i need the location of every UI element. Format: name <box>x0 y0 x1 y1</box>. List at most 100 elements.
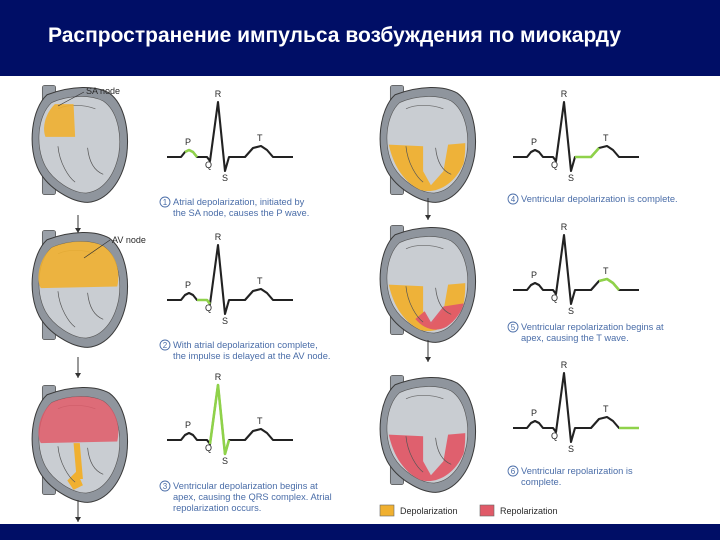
chamber-lines <box>57 146 104 183</box>
ecg-line <box>513 371 639 444</box>
step-number-badge <box>507 321 519 333</box>
step-caption: 5 Ventricular repolarization begins atape… <box>507 321 664 343</box>
label-T: T <box>603 133 609 143</box>
heart-illustration <box>31 84 129 203</box>
step-caption: 1 Atrial depolarization, initiated bythe … <box>159 196 309 218</box>
label-Q: Q <box>205 160 212 170</box>
legend-swatch <box>379 504 395 517</box>
ecg-line <box>513 100 639 173</box>
heart-illustration <box>379 84 477 203</box>
caption-line: the SA node, causes the P wave. <box>173 208 309 218</box>
label-P: P <box>185 420 191 430</box>
label-R: R <box>561 89 568 99</box>
label-T: T <box>603 266 609 276</box>
step-number: 2 <box>163 341 168 350</box>
heart-illustration <box>379 374 477 493</box>
av-node-pointer <box>83 239 111 259</box>
legend-label: Depolarization <box>400 506 458 516</box>
caption-line: the impulse is delayed at the AV node. <box>173 351 330 361</box>
caption-line: Ventricular depolarization is complete. <box>521 194 678 204</box>
atria-depolarized <box>38 241 119 289</box>
label-R: R <box>215 372 222 382</box>
label-T: T <box>603 404 609 414</box>
caption-line: Ventricular repolarization is <box>521 466 633 476</box>
ecg-highlight <box>197 298 212 305</box>
flow-arrowhead <box>425 357 431 362</box>
flow-arrowhead <box>75 373 81 378</box>
step-number: 1 <box>163 198 168 207</box>
apex-depolarizing <box>67 471 83 490</box>
label-Q: Q <box>205 303 212 313</box>
flow-arrowhead <box>75 228 81 233</box>
label-T: T <box>257 276 263 286</box>
atria-depolarizing <box>44 104 76 137</box>
ecg-highlight <box>598 277 620 291</box>
caption-line: Ventricular depolarization begins at <box>173 481 318 491</box>
label-T: T <box>257 133 263 143</box>
step-number: 5 <box>511 323 516 332</box>
heart-illustration <box>379 224 477 343</box>
footer-bar <box>0 524 720 540</box>
flow-arrowhead <box>425 215 431 220</box>
step-number-badge <box>159 196 171 208</box>
chamber-lines <box>57 446 104 483</box>
label-P: P <box>531 408 537 418</box>
label-T: T <box>257 416 263 426</box>
av-node-label: AV node <box>112 235 146 245</box>
atria-repolarizing <box>38 396 119 444</box>
flow-arrowhead <box>75 517 81 522</box>
sa-node-pointer <box>57 91 85 107</box>
heart-illustration <box>31 229 129 348</box>
label-Q: Q <box>205 443 212 453</box>
caption-line: Ventricular repolarization begins at <box>521 322 664 332</box>
heart-outline <box>31 84 129 203</box>
label-S: S <box>222 173 228 183</box>
label-P: P <box>185 137 191 147</box>
label-S: S <box>568 306 574 316</box>
step-panel-5: R P QS T 5 Ventricular repolarization begins … <box>379 222 664 343</box>
step-number: 3 <box>163 482 168 491</box>
label-R: R <box>561 222 568 232</box>
ecg-trace: R P QS T <box>167 89 293 183</box>
legend-swatch <box>479 504 495 517</box>
sa-node-label: SA node <box>86 86 120 96</box>
label-Q: Q <box>551 431 558 441</box>
ventricles-depolarized <box>388 143 466 192</box>
step-panel-1: R P QS T 1 Atrial depolarization, initiated b… <box>31 84 309 218</box>
ecg-trace: R P QS T <box>513 222 639 316</box>
label-R: R <box>215 89 222 99</box>
caption-line: apex, causing the QRS complex. Atrial <box>173 492 332 502</box>
header-bar <box>0 0 720 76</box>
ventricles-repolarized <box>388 433 466 482</box>
chamber-lines <box>57 291 104 328</box>
chamber-lines <box>405 146 452 183</box>
label-P: P <box>531 270 537 280</box>
step-number-badge <box>159 339 171 351</box>
label-R: R <box>561 360 568 370</box>
label-R: R <box>215 232 222 242</box>
heart-illustration <box>31 384 129 503</box>
ecg-highlight <box>575 147 600 159</box>
label-Q: Q <box>551 160 558 170</box>
label-Q: Q <box>551 293 558 303</box>
ecg-line <box>167 243 293 316</box>
apex-repolarizing <box>415 303 464 330</box>
caption-line: repolarization occurs. <box>173 503 261 513</box>
legend: Depolarization Repolarization <box>379 504 558 517</box>
caption-line: apex, causing the T wave. <box>521 333 629 343</box>
legend-label: Repolarization <box>500 506 558 516</box>
step-number-badge <box>159 480 171 492</box>
ecg-highlight <box>184 148 199 158</box>
caption-line: Atrial depolarization, initiated by <box>173 197 305 207</box>
chamber-lines <box>405 286 452 323</box>
